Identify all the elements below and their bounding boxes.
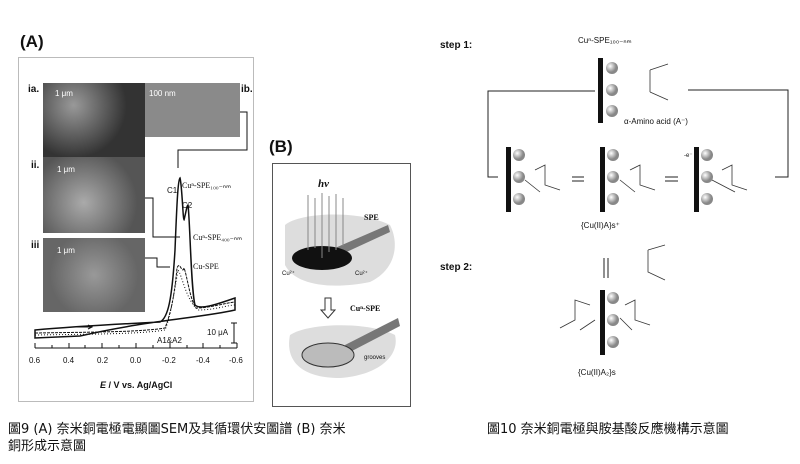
panel-a-frame [18, 57, 254, 402]
light-rays [307, 193, 344, 258]
cycle-line-left [487, 90, 595, 178]
cycle-line-right [688, 89, 789, 178]
sem-image-ia: 1 μm [43, 83, 145, 157]
amino-acid-label: α-Amino acid (A⁻) [624, 117, 688, 126]
x-tick-label: -0.2 [162, 356, 176, 365]
scale-bar-ib: 100 nm [149, 89, 176, 98]
x-tick-label: -0.4 [196, 356, 210, 365]
sem-label-iii: iii [31, 240, 40, 251]
scale-bar-ii: 1 μm [57, 165, 75, 174]
complex-2-label: {Cu(II)A₂}s [578, 368, 616, 377]
spe-label: SPE [364, 213, 379, 222]
cu-ion-label-left: Cu²⁺ [282, 271, 295, 277]
step2-equilibrium-arrow [603, 258, 609, 278]
scale-bar-10ua [231, 322, 237, 344]
light-label: hν [318, 178, 329, 190]
grooves-label: grooves [364, 355, 386, 361]
scale-bar-ia: 1 μm [55, 89, 73, 98]
figure-9-caption-line-1: 圖9 (A) 奈米銅電極電顯圖SEM及其循環伏安圖譜 (B) 奈米 [8, 422, 346, 437]
sweep-direction-arrow [70, 324, 94, 330]
curve-label-cu-spe-100nm: Cuⁿ-SPE₁₀₀₋ₙₘ [182, 181, 232, 190]
electron-label: -e⁻ [684, 153, 693, 159]
equilibrium-arrow-1 [572, 176, 584, 182]
x-tick-label: 0.2 [97, 356, 109, 365]
electrode-stage-3 [694, 147, 713, 212]
sem-label-ii: ii. [31, 160, 40, 171]
curve-label-cu-spe: Cu-SPE [193, 262, 219, 271]
cun-spe-label: Cuⁿ-SPE [350, 304, 381, 313]
electrode-bottom [600, 290, 619, 355]
cu-ion-label-right: Cu²⁺ [355, 271, 368, 277]
spe-strip-top [335, 225, 390, 255]
scale-bar-iii: 1 μm [57, 246, 75, 255]
x-axis-label-symbol: E [100, 380, 107, 390]
electrode-label: Cuⁿ-SPE₁₀₀₋ₙₘ [578, 36, 632, 45]
electrode-top [598, 58, 618, 123]
x-tick-label: -0.6 [229, 356, 243, 365]
sem-label-ia: ia. [28, 84, 40, 95]
panel-b-label: (B) [269, 137, 293, 156]
electrode-stage-2 [600, 147, 619, 212]
panel-a-label: (A) [20, 32, 44, 51]
down-arrow [319, 297, 337, 319]
cv-curve-cu-spe [34, 268, 236, 336]
leader-line-ii [145, 197, 180, 238]
spe-strip-bottom [345, 318, 400, 352]
amino-acid-structures [524, 63, 748, 331]
sem-image-iii: 1 μm [43, 238, 145, 312]
peak-label-a1a2: A1&A2 [157, 336, 182, 345]
sem-image-ib: 100 nm [145, 83, 240, 137]
peak-label-c1: C1 [167, 186, 178, 195]
sem-label-ib: ib. [241, 84, 253, 95]
x-axis-label-text: / V vs. Ag/AgCl [106, 380, 173, 390]
x-axis-label: E / V vs. Ag/AgCl [100, 380, 172, 390]
x-tick-label: 0.0 [130, 356, 142, 365]
peak-label-c2: C2 [182, 201, 193, 210]
cv-curve-400nm [34, 265, 236, 334]
equilibrium-arrow-2 [665, 176, 678, 182]
figure-10-caption: 圖10 奈米銅電極與胺基酸反應機構示意圖 [487, 422, 729, 437]
electrode-stage-1 [506, 147, 525, 212]
sem-image-ii: 1 μm [43, 157, 145, 233]
step-2-label: step 2: [440, 262, 473, 273]
x-tick-label: 0.4 [63, 356, 75, 365]
nanoparticle-electrode [301, 342, 355, 368]
figure-9-caption-line-2: 銅形成示意圖 [8, 439, 87, 454]
x-tick-label: 0.6 [29, 356, 41, 365]
current-scale-label: 10 μA [207, 328, 229, 337]
leader-line-iii [145, 257, 170, 268]
step-1-label: step 1: [440, 40, 473, 51]
cv-curve-100nm [34, 176, 236, 339]
x-axis-ticks [34, 343, 238, 348]
complex-1-label: {Cu(II)A}s⁺ [581, 221, 620, 230]
panel-b-frame [272, 163, 411, 407]
curve-label-cu-spe-400nm: Cuⁿ-SPE₄₀₀₋ₙₘ [193, 233, 243, 242]
leader-line-ib [177, 111, 248, 168]
